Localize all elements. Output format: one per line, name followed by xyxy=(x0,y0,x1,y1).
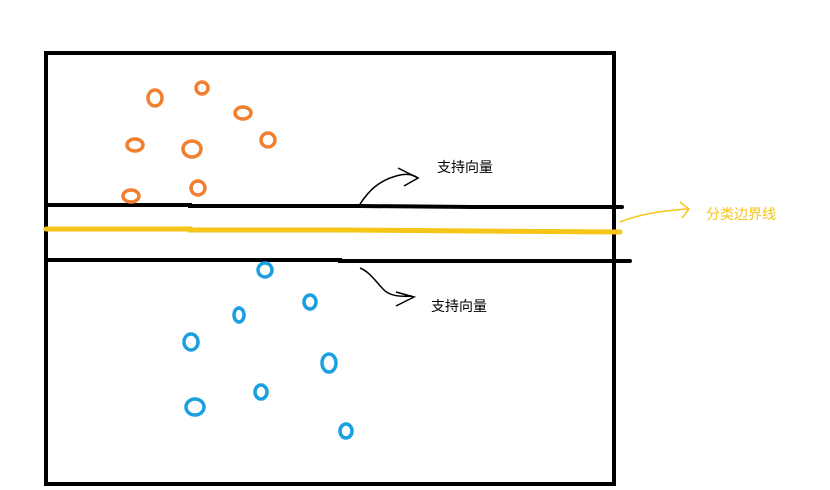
blue-ring-icon xyxy=(302,293,318,311)
orange-ring-icon xyxy=(259,131,277,149)
orange-ring-icon xyxy=(189,179,207,197)
blue-ring-icon xyxy=(320,352,338,374)
lower-support-arrowhead xyxy=(395,291,417,307)
lower-support-line xyxy=(44,258,632,263)
blue-ring-icon xyxy=(182,332,200,352)
orange-ring-icon xyxy=(233,105,253,121)
blue-ring-icon xyxy=(232,306,246,324)
class-a-points xyxy=(121,80,277,204)
blue-ring-icon xyxy=(256,261,274,279)
boundary-label: 分类边界线 xyxy=(706,207,776,223)
lower-support-label: 支持向量 xyxy=(431,299,487,315)
upper-support-arrowhead xyxy=(397,167,420,187)
blue-ring-icon xyxy=(184,397,206,417)
upper-support-label: 支持向量 xyxy=(437,160,493,176)
lower-support-arrow xyxy=(359,267,413,298)
blue-ring-icon xyxy=(253,383,269,401)
orange-ring-icon xyxy=(121,188,141,204)
orange-ring-icon xyxy=(146,88,164,108)
blue-ring-icon xyxy=(338,422,354,440)
boundary-line xyxy=(43,226,623,235)
diagram-frame xyxy=(44,51,616,486)
orange-ring-icon xyxy=(194,80,210,96)
upper-support-arrow xyxy=(359,173,419,205)
boundary-arrowhead xyxy=(679,201,691,219)
boundary-arrow xyxy=(619,208,689,223)
orange-ring-icon xyxy=(125,137,145,153)
upper-support-line xyxy=(44,203,624,209)
orange-ring-icon xyxy=(181,139,203,159)
class-b-points xyxy=(182,261,354,440)
